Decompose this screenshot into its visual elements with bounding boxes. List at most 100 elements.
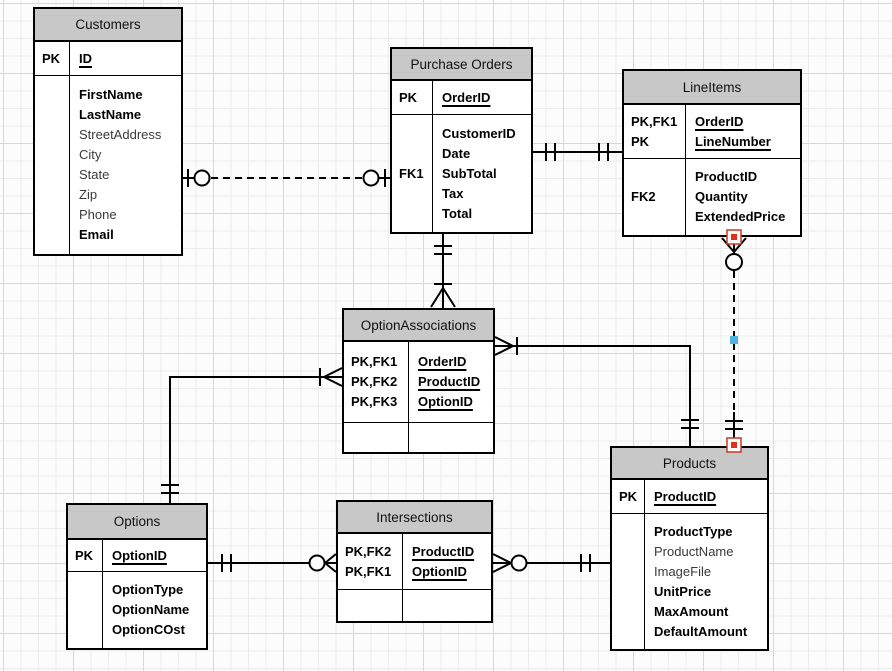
field-column — [409, 423, 493, 452]
entity-title: Intersections — [376, 509, 453, 525]
key-label: PK,FK2 — [351, 374, 398, 389]
entity-header: Customers — [35, 9, 181, 42]
field-name: ImageFile — [654, 563, 712, 579]
field-name: ProductID — [695, 169, 758, 184]
key-label: PK — [619, 488, 638, 504]
key-column: PK — [68, 540, 103, 571]
relationship-purchase-orders-option-associations[interactable] — [430, 232, 456, 308]
field-name: Total — [442, 205, 473, 221]
key-label: PK,FK1 — [351, 354, 398, 369]
field-name: ProductType — [654, 523, 733, 539]
field-column: ProductID — [645, 480, 767, 513]
relationship-options-intersections[interactable] — [208, 553, 337, 573]
entity-header: Intersections — [338, 502, 491, 534]
field-name: UnitPrice — [654, 583, 712, 599]
relationship-customers-purchase-orders[interactable] — [183, 169, 390, 187]
entity-section — [344, 422, 493, 452]
field-name: OrderID — [442, 89, 491, 105]
field-column: OrderID — [433, 81, 531, 114]
field-name: LastName — [79, 107, 142, 122]
key-column: PK — [612, 480, 645, 513]
key-label: PK,FK1 — [631, 113, 678, 129]
key-label: PK,FK2 — [345, 543, 392, 559]
field-name: OptionType — [112, 582, 184, 597]
entity-title: Products — [662, 455, 717, 471]
field-column — [403, 590, 491, 621]
field-name: ProductName — [654, 543, 734, 559]
field-column: OptionID — [103, 540, 206, 571]
key-column: PK — [392, 81, 433, 114]
relationship-purchase-orders-lineitems[interactable] — [533, 143, 622, 161]
field-name: OptionID — [418, 394, 473, 409]
key-column — [344, 423, 409, 452]
field-name: ProductID — [654, 488, 717, 504]
key-column: FK2 — [624, 159, 686, 235]
entity-header: Options — [68, 505, 206, 540]
relationship-option-associations-options[interactable] — [161, 367, 343, 503]
entity-header: OptionAssociations — [344, 310, 493, 342]
field-name: ID — [79, 50, 92, 66]
entity-section: PK ID — [35, 42, 181, 75]
field-column: ID — [70, 42, 181, 75]
field-name: MaxAmount — [654, 603, 729, 619]
field-name: FirstName — [79, 87, 143, 102]
field-column: ProductID OptionID — [403, 534, 491, 589]
relationship-lineitems-products[interactable] — [721, 237, 747, 446]
key-label: PK,FK1 — [345, 563, 392, 579]
relationship-intersections-products[interactable] — [492, 553, 610, 573]
key-label: FK2 — [631, 189, 656, 204]
key-label: PK — [631, 133, 650, 149]
key-label: PK — [42, 50, 61, 66]
entity-title: Purchase Orders — [410, 56, 513, 72]
field-name: OrderID — [418, 354, 467, 369]
field-name: OptionID — [112, 547, 167, 563]
entity-header: Products — [612, 448, 767, 480]
field-name: City — [79, 147, 102, 162]
field-name: OrderID — [695, 113, 744, 129]
field-name: OptionID — [412, 563, 467, 579]
field-column: OrderID ProductID OptionID — [409, 342, 493, 422]
key-label: PK — [399, 89, 418, 105]
key-label: PK,FK3 — [351, 394, 398, 409]
field-name: OptionName — [112, 602, 190, 617]
field-name: Email — [79, 227, 114, 242]
field-name: State — [79, 167, 110, 182]
key-column: FK1 — [392, 115, 433, 232]
key-column — [68, 572, 103, 648]
field-name: CustomerID — [442, 125, 516, 141]
entity-title: OptionAssociations — [360, 317, 477, 333]
key-label: FK1 — [399, 165, 424, 181]
field-name: DefaultAmount — [654, 623, 748, 639]
relationship-option-associations-products[interactable] — [494, 336, 699, 446]
field-name: LineNumber — [695, 133, 771, 149]
entity-section: PK OrderID — [392, 81, 531, 114]
key-column: PK — [35, 42, 70, 75]
entity-section — [338, 589, 491, 621]
key-column — [612, 514, 645, 649]
field-name: ProductID — [412, 543, 475, 559]
field-name: ProductID — [418, 374, 481, 389]
key-label: PK — [75, 547, 94, 563]
